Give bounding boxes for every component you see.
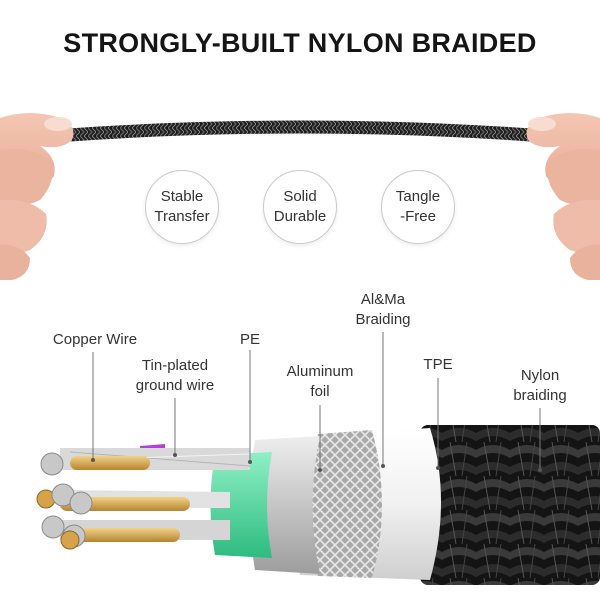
- feature-tangle-free-badge: Tangle -Free: [381, 170, 455, 244]
- nylon-braiding-label: Nylon braiding: [513, 367, 567, 404]
- feature-label: -Free: [400, 208, 436, 225]
- feature-label: Durable: [273, 208, 327, 225]
- aluminum-foil-label: Aluminum foil: [286, 363, 354, 400]
- nylon-braiding-layer: [420, 425, 600, 585]
- copper-wire-strand: [70, 528, 180, 542]
- feature-stable-transfer-badge: Stable Transfer: [145, 170, 219, 244]
- feature-label: Stable: [160, 188, 204, 205]
- left-hand: [0, 113, 74, 280]
- almg-braiding-layer: [310, 430, 382, 578]
- right-hand: [526, 113, 600, 280]
- headline: STRONGLY-BUILT NYLON BRAIDED: [63, 28, 537, 58]
- copper-wire-strand: [60, 497, 190, 511]
- feature-label: Solid: [283, 188, 317, 205]
- tin-plated-ground-wire-label: Tin-plated ground wire: [135, 357, 215, 394]
- feature-label: Tangle: [395, 188, 441, 205]
- feature-label: Transfer: [154, 208, 210, 225]
- wire-strand-ends: [36, 452, 93, 550]
- almg-braiding-label: Al&Ma Braiding: [355, 291, 411, 328]
- pe-label: PE: [239, 331, 260, 348]
- copper-wire-label: Copper Wire: [52, 331, 138, 348]
- feature-solid-durable-badge: Solid Durable: [263, 170, 337, 244]
- copper-wire-strand: [70, 456, 150, 470]
- tpe-label: TPE: [423, 356, 453, 373]
